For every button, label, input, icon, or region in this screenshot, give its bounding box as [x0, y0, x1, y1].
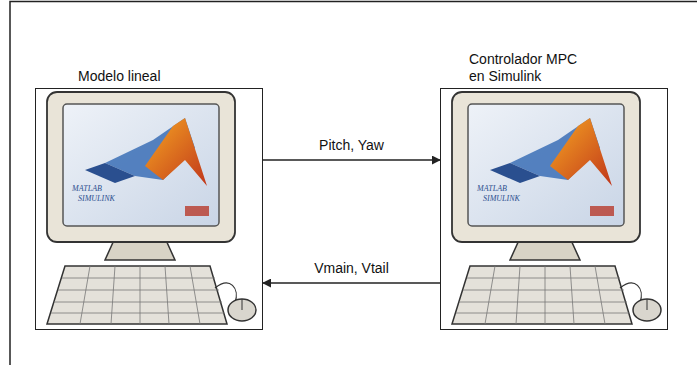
computer-box: Modelo lineal: [35, 88, 263, 330]
signal-label: Pitch, Yaw: [316, 137, 387, 154]
logo-text: SIMULINK: [483, 194, 520, 203]
frame-line: [10, 2, 697, 365]
computer-icon: [47, 92, 256, 324]
signal-arrow: [263, 159, 440, 161]
node-heading: Controlador MPC en Simulink: [469, 51, 591, 85]
logo-text: SIMULINK: [78, 194, 115, 203]
node-heading: Modelo lineal: [78, 68, 228, 85]
computer-box: Controlador MPC en Simulink: [440, 88, 668, 330]
logo-text: MATLAB: [477, 184, 507, 193]
logo-text: MATLAB: [72, 184, 102, 193]
signal-label: Vmain, Vtail: [311, 260, 392, 277]
signal-arrow: [263, 282, 440, 284]
computer-icon: [452, 92, 661, 324]
